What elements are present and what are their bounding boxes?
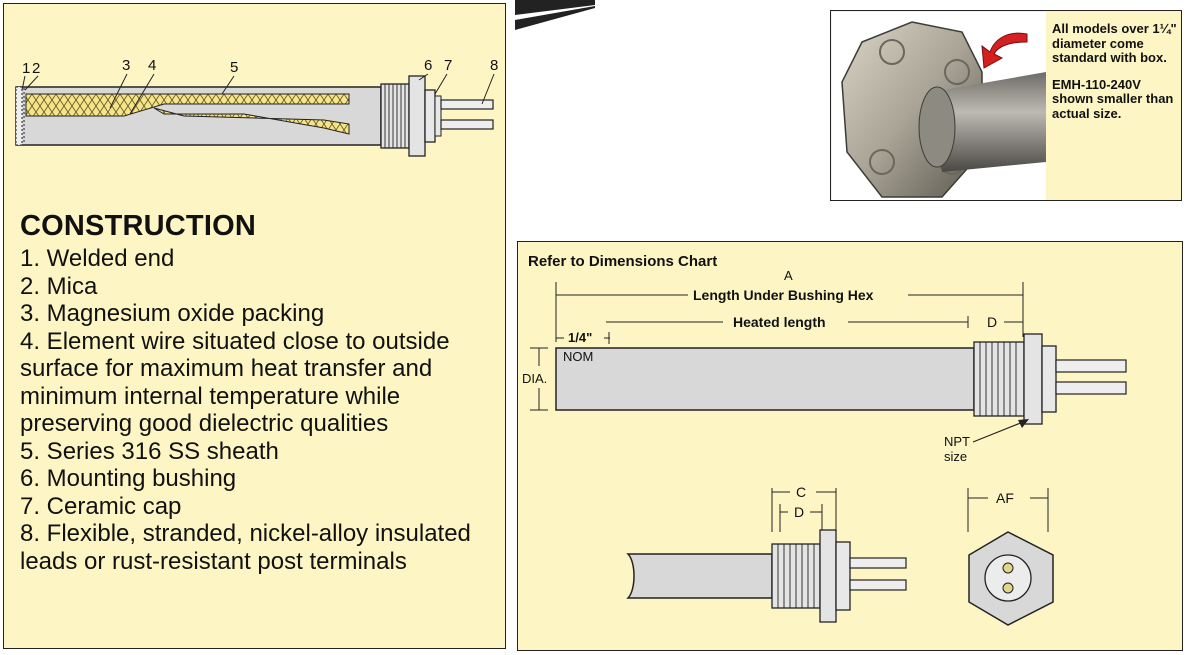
detail-hex xyxy=(819,529,837,623)
list-item: 1. Welded end xyxy=(20,245,175,272)
label-size: size xyxy=(944,449,967,464)
construction-list: 1. Welded end 2. Mica 3. Magnesium oxide… xyxy=(20,245,490,575)
lead-lower xyxy=(440,119,494,130)
label-dia: DIA. xyxy=(522,371,547,386)
label-heated: Heated length xyxy=(733,314,826,330)
label-af: AF xyxy=(996,490,1014,506)
mounting-bushing xyxy=(408,75,426,157)
list-item: 5. Series 316 SS sheath xyxy=(20,437,279,465)
label-a: A xyxy=(784,268,793,283)
list-item: 7. Ceramic cap xyxy=(20,492,182,520)
coil-upper xyxy=(25,93,350,117)
list-item: 2. Mica xyxy=(20,272,98,300)
caption-box-note: All models over 1¼" diameter come standa… xyxy=(1052,21,1177,65)
detail-lead-upper xyxy=(849,557,907,569)
photo-caption: All models over 1¼" diameter come standa… xyxy=(1052,21,1180,133)
dark-band-decoration xyxy=(515,0,595,30)
heater-threads xyxy=(973,341,1025,417)
label-d-top: D xyxy=(987,314,997,330)
photo-panel: All models over 1¼" diameter come standa… xyxy=(830,10,1182,201)
ceramic-cap xyxy=(424,89,436,143)
label-c: C xyxy=(796,484,806,500)
heater-sheath xyxy=(555,347,975,411)
label-length: Length Under Bushing Hex xyxy=(693,287,874,303)
callout-3: 3 xyxy=(122,57,130,74)
dimensions-diagram: A Length Under Bushing Hex Heated length… xyxy=(522,268,1127,626)
heater-cap xyxy=(1041,345,1057,413)
welded-end xyxy=(15,86,23,146)
detail-sheath xyxy=(626,553,773,599)
label-d-detail: D xyxy=(794,504,804,520)
callout-2: 2 xyxy=(32,60,40,77)
label-npt: NPT xyxy=(944,434,970,449)
list-item: 6. Mounting bushing xyxy=(20,465,237,492)
callout-6: 6 xyxy=(424,57,432,74)
construction-heading: CONSTRUCTION xyxy=(20,210,257,242)
heater-tube xyxy=(932,72,1046,172)
list-item: 4. Element wire situated close to outsid… xyxy=(20,327,450,438)
callout-8: 8 xyxy=(490,57,498,74)
heater-lead-upper xyxy=(1055,359,1127,373)
label-quarter: 1/4" xyxy=(568,330,592,345)
heater-lead-lower xyxy=(1055,381,1127,395)
coil-lower xyxy=(153,107,350,135)
dimensions-title: Refer to Dimensions Chart xyxy=(528,253,718,270)
callout-1: 1 xyxy=(22,60,30,77)
label-nom: NOM xyxy=(563,349,593,364)
construction-panel: 1 2 3 4 5 6 7 8 CONSTRUCTION 1. Welded e… xyxy=(3,3,506,649)
af-cap xyxy=(984,554,1032,602)
red-arrow-icon xyxy=(981,32,1028,69)
callout-4: 4 xyxy=(148,57,156,74)
list-item: 8. Flexible, stranded, nickel-alloy insu… xyxy=(20,520,471,575)
detail-lead-lower xyxy=(849,579,907,591)
construction-cutaway-diagram: 1 2 3 4 5 6 7 8 xyxy=(15,57,498,157)
caption-size-note: EMH-110-240V shown smaller than actual s… xyxy=(1052,76,1174,121)
callout-7: 7 xyxy=(444,57,452,74)
callout-5: 5 xyxy=(230,59,238,76)
detail-cap xyxy=(835,541,851,611)
list-item: 3. Magnesium oxide packing xyxy=(20,300,325,327)
lead-upper xyxy=(440,99,494,110)
terminal-box-photo xyxy=(832,12,1046,200)
dimensions-panel: Refer to Dimensions Chart xyxy=(517,241,1183,651)
heater-hex xyxy=(1023,333,1043,425)
